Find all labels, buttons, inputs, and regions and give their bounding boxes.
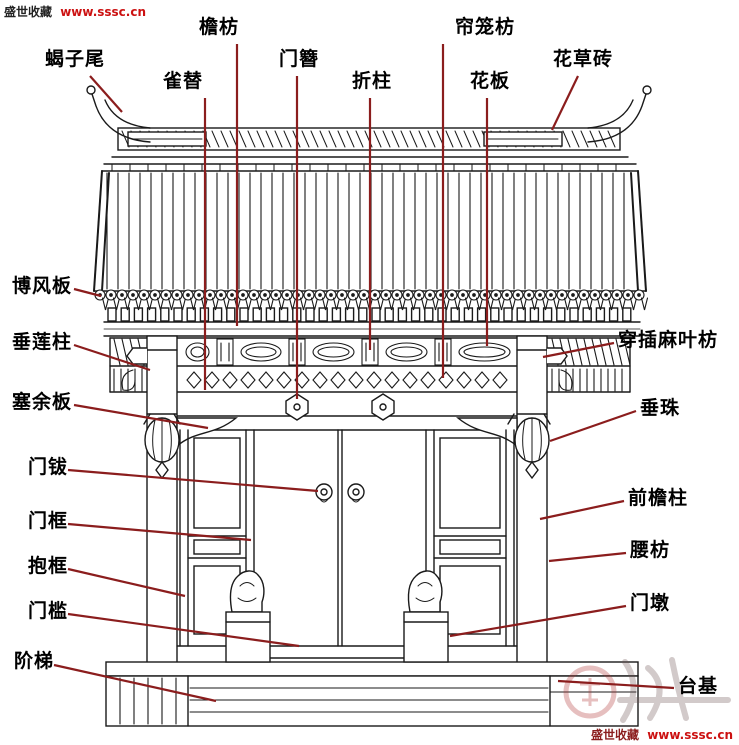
label-baokuang: 抱框 <box>28 555 69 577</box>
leader-line-menbo <box>67 468 319 493</box>
label-menkan: 门槛 <box>28 600 69 622</box>
label-huacaozhuan: 花草砖 <box>553 48 614 70</box>
door-lintel <box>176 393 518 431</box>
label-chuizhu: 垂珠 <box>640 397 681 419</box>
leader-line-baokuang <box>67 567 186 598</box>
label-xieziwei: 蝎子尾 <box>45 48 106 70</box>
label-taiji: 台基 <box>678 675 719 697</box>
front-eave-column-right <box>516 335 548 665</box>
scorpion-tail-left <box>91 93 151 143</box>
watermark-url: www.sssc.cn <box>60 5 147 19</box>
label-chuanchamayefang: 穿插麻叶枋 <box>618 329 719 351</box>
door-split <box>337 429 343 647</box>
label-jieti: 阶梯 <box>14 650 55 672</box>
label-queti: 雀替 <box>163 70 204 92</box>
label-qianyanzhu: 前檐柱 <box>628 487 689 509</box>
leader-line-menkan <box>67 612 300 648</box>
label-yanfang: 檐枋 <box>199 16 240 38</box>
door-knocker <box>347 483 365 501</box>
watermark-site-name: 盛世收藏 <box>590 728 639 742</box>
leader-lines <box>53 44 675 703</box>
watermark-site-name: 盛世收藏 <box>4 5 53 19</box>
label-bofengban: 博风板 <box>12 275 73 297</box>
hemp-leaf-beam-head <box>546 347 568 365</box>
door-knocker <box>315 483 333 501</box>
label-huaban: 花板 <box>470 70 511 92</box>
leader-line-yaofang <box>548 551 627 563</box>
label-mendun: 门墩 <box>630 592 671 614</box>
gable-board <box>93 170 110 292</box>
leader-line-mendun <box>449 604 627 638</box>
label-lianlongfang: 帘笼枋 <box>455 16 516 38</box>
label-zhezhu: 折柱 <box>352 70 393 92</box>
leader-line-huacaozhuan <box>551 75 579 131</box>
label-saiyuban: 塞余板 <box>12 391 73 413</box>
leader-line-chuilianzhu <box>73 343 151 372</box>
leader-line-qianyanzhu <box>539 499 625 521</box>
leader-line-jieti <box>53 663 217 703</box>
platform-base <box>105 661 639 727</box>
leader-line-taiji <box>557 679 675 690</box>
watermark-bottom-right: 盛世收藏 www.sssc.cn <box>591 726 733 743</box>
watermark-url: www.sssc.cn <box>647 728 733 742</box>
door-piers <box>225 570 449 663</box>
hemp-leaf-beam-head <box>126 347 148 365</box>
waist-rail-left <box>193 539 241 555</box>
leader-line-saiyuban <box>73 403 209 430</box>
leader-line-chuizhu <box>549 409 637 443</box>
leader-line-bofengban <box>73 287 102 298</box>
door-pin <box>285 393 309 421</box>
leader-line-menkuang <box>67 522 252 542</box>
leader-line-xieziwei <box>89 75 123 113</box>
scorpion-tail-right <box>587 93 647 143</box>
label-menkuang: 门框 <box>28 510 69 532</box>
label-menzan: 门簪 <box>279 48 320 70</box>
label-yaofang: 腰枋 <box>630 539 671 561</box>
hanging-lotus-pendants <box>143 413 551 480</box>
leader-line-chuanchamayefang <box>542 341 615 359</box>
door-pin <box>371 393 395 421</box>
waist-rail-right <box>439 539 501 555</box>
watermark-top-left: 盛世收藏 www.sssc.cn <box>4 3 146 20</box>
label-menbo: 门钹 <box>28 456 69 478</box>
label-chuilianzhu: 垂莲柱 <box>12 331 73 353</box>
columns <box>121 335 573 665</box>
